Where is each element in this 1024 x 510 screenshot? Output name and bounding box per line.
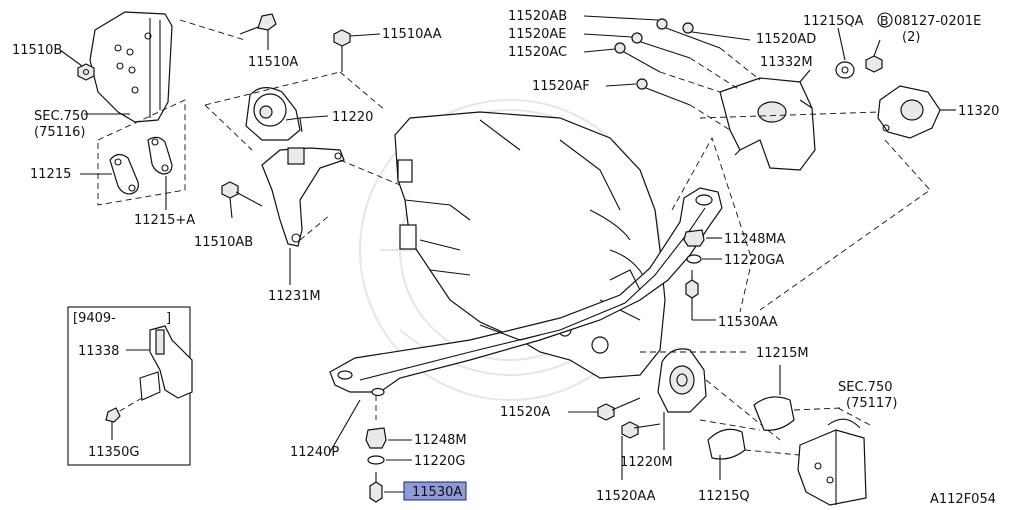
label-11510aa: 11510AA xyxy=(382,27,442,42)
label-11215a: 11215+A xyxy=(134,213,195,228)
label-11215q: 11215Q xyxy=(698,489,750,504)
label-11215m: 11215M xyxy=(756,346,809,361)
label-11350g: 11350G xyxy=(88,445,139,460)
label-11220: 11220 xyxy=(332,110,373,125)
bracket-11215m xyxy=(753,365,795,431)
inset-panel xyxy=(67,306,193,466)
dash-11231m-to-engine xyxy=(299,159,401,241)
dash-lower-right xyxy=(744,407,871,456)
dash-bracket-box xyxy=(97,99,186,206)
label-sec750-right-sub: (75117) xyxy=(846,396,898,411)
label-11220m: 11220M xyxy=(620,455,673,470)
label-11520aa: 11520AA xyxy=(596,489,656,504)
washer-11215qa xyxy=(835,27,855,79)
bracket-11231m xyxy=(261,147,345,285)
nut-11510b xyxy=(59,49,95,81)
dash-rear-mount-box xyxy=(671,136,753,313)
insulator-11320 xyxy=(877,85,956,139)
leader-11520ab xyxy=(583,15,659,21)
insulator-11220m xyxy=(657,348,707,450)
bolt-08127 xyxy=(865,39,883,73)
sec750-left-bracket xyxy=(89,11,173,123)
bolt-11510aa xyxy=(333,29,381,72)
insulator-11220 xyxy=(245,87,329,141)
leader-11240p xyxy=(329,399,361,453)
label-11332m: 11332M xyxy=(760,55,813,70)
label-11530aa: 11530AA xyxy=(718,315,778,330)
label-sec750-left-sub: (75116) xyxy=(34,125,86,140)
label-11510a: 11510A xyxy=(248,55,298,70)
label-11320: 11320 xyxy=(958,104,999,119)
dash-rear-insulator xyxy=(640,351,781,441)
label-sec750-right: SEC.750 xyxy=(838,380,893,395)
label-sec750-left: SEC.750 xyxy=(34,109,89,124)
label-bolt-code-circle: B xyxy=(880,13,889,28)
bolt-code-circle xyxy=(877,12,893,28)
bolt-11520aa xyxy=(621,421,661,480)
crossmember-11240p xyxy=(329,187,723,397)
label-11215qa: 11215QA xyxy=(803,14,864,29)
leader-11520ae xyxy=(583,33,633,38)
label-11248m: 11248M xyxy=(414,433,467,448)
figure-id: A112F054 xyxy=(930,492,996,507)
label-11520ae: 11520AE xyxy=(508,27,566,42)
stack-11248ma xyxy=(683,229,722,321)
label-11510ab: 11510AB xyxy=(194,235,253,250)
label-11520ab: 11520AB xyxy=(508,9,567,24)
bolts-11520-group xyxy=(614,18,751,106)
label-11231m: 11231M xyxy=(268,289,321,304)
bracket-11332m xyxy=(719,69,816,171)
leader-11520af xyxy=(605,83,637,87)
label-bolt-qty: (2) xyxy=(902,30,920,45)
leader-11520ac xyxy=(583,48,616,53)
link-brackets-11215 xyxy=(109,136,173,195)
bracket-11215q xyxy=(707,428,746,480)
label-inset-close: ] xyxy=(166,311,171,326)
dash-bolts-to-11332m xyxy=(659,47,761,131)
dash-upper-left xyxy=(179,19,386,151)
highlight-11530a[interactable] xyxy=(403,481,467,501)
bolt-11520a xyxy=(597,397,641,421)
bolt-11510a xyxy=(239,13,277,50)
label-11510b: 11510B xyxy=(12,43,62,58)
stack-11248m xyxy=(365,395,412,503)
label-11530a[interactable]: 11530A xyxy=(412,485,462,500)
label-11338: 11338 xyxy=(78,344,119,359)
label-bolt-code: 08127-0201E xyxy=(894,14,981,29)
label-11520a: 11520A xyxy=(500,405,550,420)
dash-11320-to-crossmember xyxy=(699,111,931,311)
label-11520ac: 11520AC xyxy=(508,45,567,60)
label-11520ad: 11520AD xyxy=(756,32,816,47)
label-11220g: 11220G xyxy=(414,454,465,469)
sec750-right-bracket xyxy=(797,418,867,506)
label-inset-date: [9409- xyxy=(73,311,116,326)
bolt-11510ab xyxy=(221,181,263,219)
label-11220ga: 11220GA xyxy=(724,253,784,268)
label-11240p: 11240P xyxy=(290,445,339,460)
label-11520af: 11520AF xyxy=(532,79,590,94)
label-11248ma: 11248MA xyxy=(724,232,786,247)
label-11215: 11215 xyxy=(30,167,71,182)
